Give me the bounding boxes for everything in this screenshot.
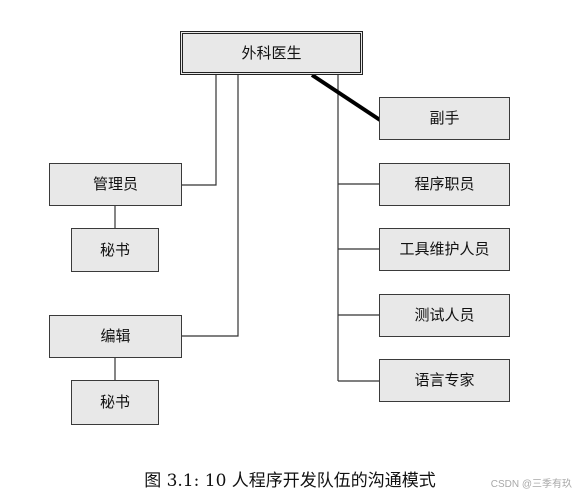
node-program-clerk: 程序职员: [379, 163, 510, 206]
node-secretary-bottom: 秘书: [71, 380, 159, 425]
node-manager-label: 管理员: [92, 175, 138, 193]
node-secretary-top-label: 秘书: [99, 240, 130, 259]
node-surgeon: 外科医生: [180, 31, 363, 75]
connector-root-editor: [182, 75, 239, 337]
node-editor: 编辑: [49, 315, 182, 358]
node-toolsmith: 工具维护人员: [379, 228, 510, 271]
node-toolsmith-label: 工具维护人员: [399, 240, 490, 258]
connector-root-copilot: [310, 73, 382, 122]
node-secretary-bottom-label: 秘书: [99, 393, 130, 411]
node-secretary-top: 秘书: [71, 228, 159, 272]
node-tester: 测试人员: [379, 294, 510, 337]
figure-caption: 图 3.1: 10 人程序开发队伍的沟通模式: [144, 471, 436, 491]
node-copilot: 副手: [379, 97, 510, 140]
watermark-text: CSDN @三季有玖: [490, 479, 572, 490]
node-tester-label: 测试人员: [414, 306, 475, 324]
node-manager: 管理员: [49, 163, 182, 206]
node-surgeon-label: 外科医生: [241, 43, 302, 62]
node-program-clerk-label: 程序职员: [414, 175, 475, 193]
node-copilot-label: 副手: [429, 109, 460, 127]
node-language-expert: 语言专家: [379, 359, 510, 402]
node-editor-label: 编辑: [100, 327, 131, 345]
connector-root-manager: [182, 75, 217, 186]
node-language-expert-label: 语言专家: [414, 371, 475, 389]
